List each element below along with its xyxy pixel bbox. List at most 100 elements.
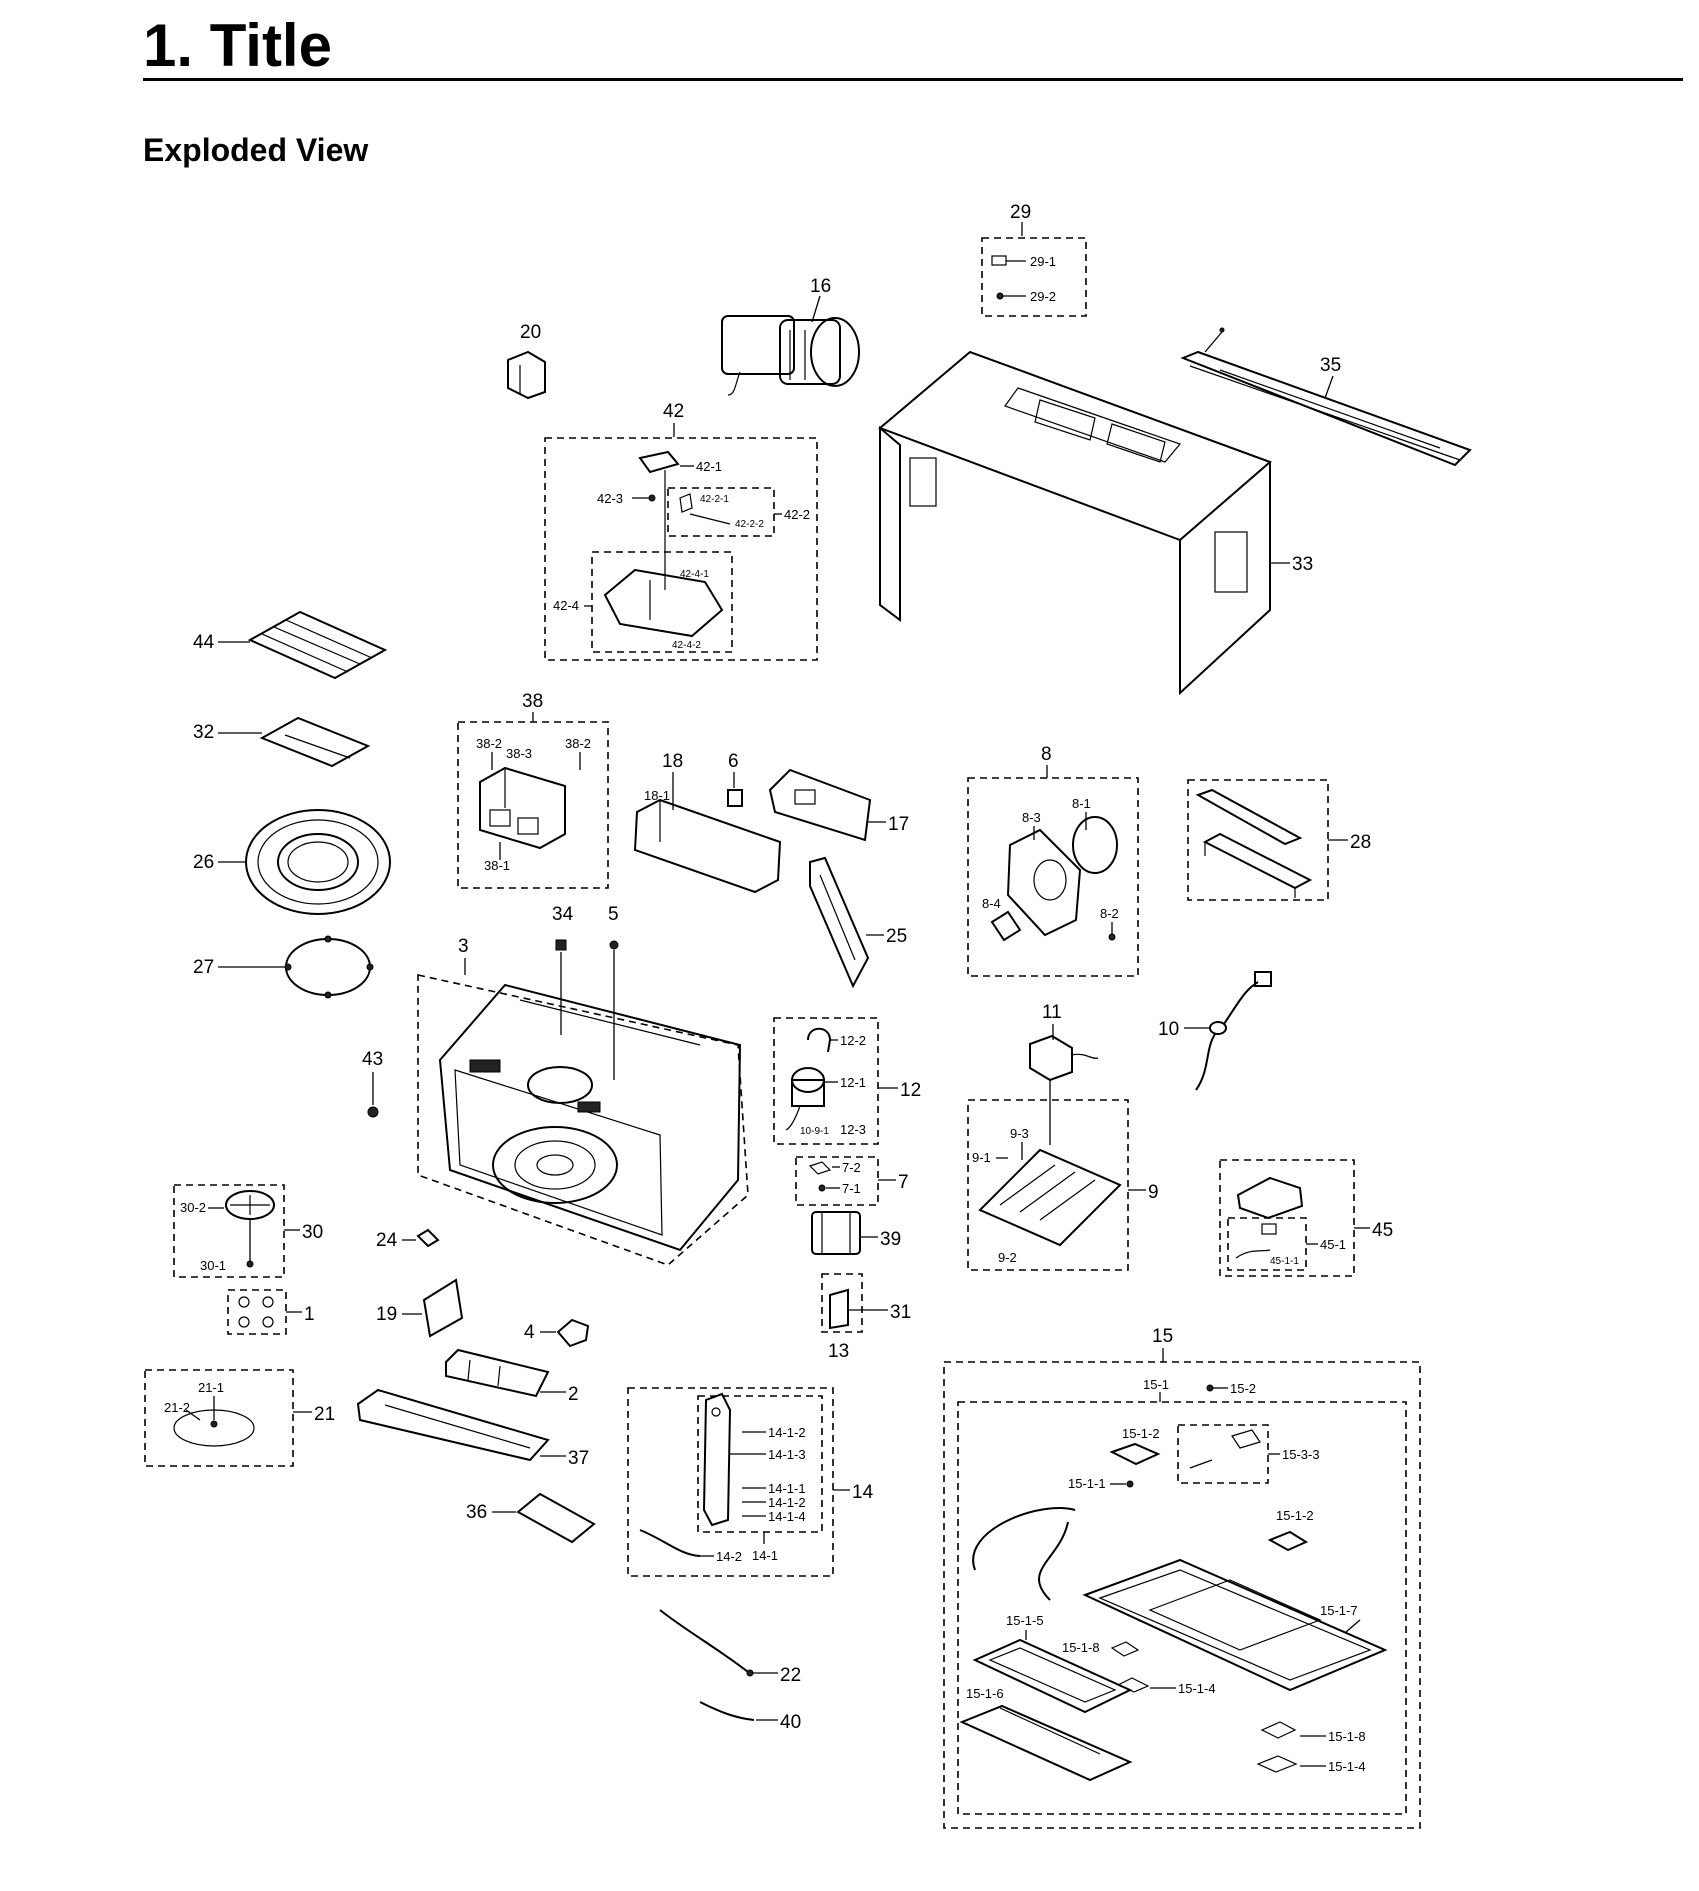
callout-15-1-2-right: 15-1-2 (1276, 1508, 1314, 1523)
callout-15-1-8-mid: 15-1-8 (1062, 1640, 1100, 1655)
callout-20: 20 (520, 322, 541, 343)
part-group-21: 21-1 21-2 21 (144, 1369, 335, 1467)
part-group-14: 14-1-2 14-1-3 14-1-1 14-1-2 14-1-4 14-2 … (627, 1387, 874, 1577)
callout-35: 35 (1320, 355, 1341, 376)
callout-15-1-1: 15-1-1 (1068, 1476, 1106, 1491)
part-group-1-feet: 1 (227, 1289, 315, 1335)
callout-28: 28 (1350, 832, 1371, 853)
callout-42-2: 42-2 (784, 507, 810, 522)
callout-14-1-3: 14-1-3 (768, 1447, 806, 1462)
callout-14-1: 14-1 (752, 1548, 778, 1563)
callout-29-2: 29-2 (1030, 289, 1056, 304)
part-37-control-panel: 37 (356, 1388, 589, 1469)
callout-15-1-4-right: 15-1-4 (1328, 1759, 1366, 1774)
callout-42-4-2: 42-4-2 (672, 640, 701, 651)
callout-15-1-4-mid: 15-1-4 (1178, 1681, 1216, 1696)
part-44-rack: 44 (193, 610, 388, 680)
callout-29-1: 29-1 (1030, 254, 1056, 269)
page-title: 1. Title (143, 12, 332, 79)
callout-18-1: 18-1 (644, 788, 670, 803)
callout-16: 16 (810, 276, 831, 297)
part-17-bracket: 17 (768, 768, 909, 842)
part-group-13: 31 13 (821, 1273, 911, 1362)
part-39-magnetron: 39 (811, 1211, 901, 1255)
callout-30: 30 (302, 1222, 323, 1243)
part-19-cover: 19 (376, 1278, 464, 1338)
callout-45-1: 45-1 (1320, 1237, 1346, 1252)
part-25-door-frame: 25 (809, 856, 907, 989)
callout-14-1-4: 14-1-4 (768, 1509, 806, 1524)
callout-42-2-1: 42-2-1 (700, 494, 729, 505)
part-group-3-cavity: 3 (417, 936, 749, 1266)
callout-38-3: 38-3 (506, 746, 532, 761)
callout-8-2: 8-2 (1100, 906, 1119, 921)
callout-42-1: 42-1 (696, 459, 722, 474)
callout-15-1-8-right: 15-1-8 (1328, 1729, 1366, 1744)
callout-8-1: 8-1 (1072, 796, 1091, 811)
part-32-filter: 32 (193, 716, 371, 768)
callout-9-2: 9-2 (998, 1250, 1017, 1265)
part-18-waveguide: 18 18-1 (633, 751, 782, 894)
callout-15-1-2-top: 15-1-2 (1122, 1426, 1160, 1441)
callout-9-1: 9-1 (972, 1150, 991, 1165)
callout-9: 9 (1148, 1182, 1159, 1203)
callout-42-3: 42-3 (597, 491, 623, 506)
callout-34: 34 (552, 904, 574, 925)
callout-15-2: 15-2 (1230, 1381, 1256, 1396)
callout-39: 39 (880, 1229, 901, 1250)
callout-10: 10 (1158, 1019, 1179, 1040)
callout-38-2-right: 38-2 (565, 736, 591, 751)
part-22-harness: 22 (659, 1609, 801, 1686)
callout-42: 42 (663, 401, 684, 422)
callout-15-3-3: 15-3-3 (1282, 1447, 1320, 1462)
callout-8-4: 8-4 (982, 896, 1001, 911)
callout-12-3: 12-3 (840, 1122, 866, 1137)
callout-15: 15 (1152, 1326, 1173, 1347)
callout-27: 27 (193, 957, 214, 978)
callout-24: 24 (376, 1230, 398, 1251)
callout-11: 11 (1042, 1002, 1062, 1023)
part-27-roller-ring: 27 (193, 935, 374, 999)
part-33-outer-case: 33 (878, 350, 1313, 696)
callout-5: 5 (608, 904, 619, 925)
part-group-29: 29 29-1 29-2 (981, 202, 1087, 317)
callout-25: 25 (886, 926, 907, 947)
part-group-12: 12-2 12-1 10-9-1 12-3 12 (773, 1017, 921, 1145)
part-43-foot: 43 (362, 1049, 383, 1118)
callout-33: 33 (1292, 554, 1313, 575)
callout-12-1: 12-1 (840, 1075, 866, 1090)
part-28-vent: 28 (1187, 779, 1371, 901)
callout-40: 40 (780, 1712, 801, 1733)
callout-45-1-1: 45-1-1 (1270, 1256, 1299, 1267)
part-2-control-board: 2 (445, 1348, 579, 1405)
part-group-9: 9-3 9-1 9-2 9 (967, 1099, 1159, 1271)
part-24-clip: 24 (376, 1228, 440, 1251)
callout-7: 7 (898, 1172, 909, 1193)
callout-36: 36 (466, 1502, 487, 1523)
callout-15-1-5: 15-1-5 (1006, 1613, 1044, 1628)
callout-8-3: 8-3 (1022, 810, 1041, 825)
part-group-7: 7-2 7-1 7 (795, 1156, 909, 1206)
callout-15-1-6: 15-1-6 (966, 1686, 1004, 1701)
callout-38-2-left: 38-2 (476, 736, 502, 751)
callout-21: 21 (314, 1404, 335, 1425)
part-group-45: 45-1 45-1-1 45 (1219, 1159, 1393, 1277)
callout-13: 13 (828, 1341, 849, 1362)
callout-1: 1 (304, 1304, 315, 1325)
callout-30-1: 30-1 (200, 1258, 226, 1273)
callout-12: 12 (900, 1080, 921, 1101)
callout-38: 38 (522, 691, 543, 712)
callout-14-1-1: 14-1-1 (768, 1481, 806, 1496)
callout-9-3: 9-3 (1010, 1126, 1029, 1141)
callout-44: 44 (193, 632, 215, 653)
callout-10-9-1: 10-9-1 (800, 1126, 829, 1137)
part-26-turntable-tray: 26 (193, 809, 391, 915)
callout-19: 19 (376, 1304, 397, 1325)
part-34-fastener: 34 (552, 904, 574, 1035)
callout-14-1-2-bottom: 14-1-2 (768, 1495, 806, 1510)
part-5-screw: 5 (608, 904, 619, 1080)
callout-21-1: 21-1 (198, 1380, 224, 1395)
callout-14-2: 14-2 (716, 1549, 742, 1564)
callout-2: 2 (568, 1384, 579, 1405)
